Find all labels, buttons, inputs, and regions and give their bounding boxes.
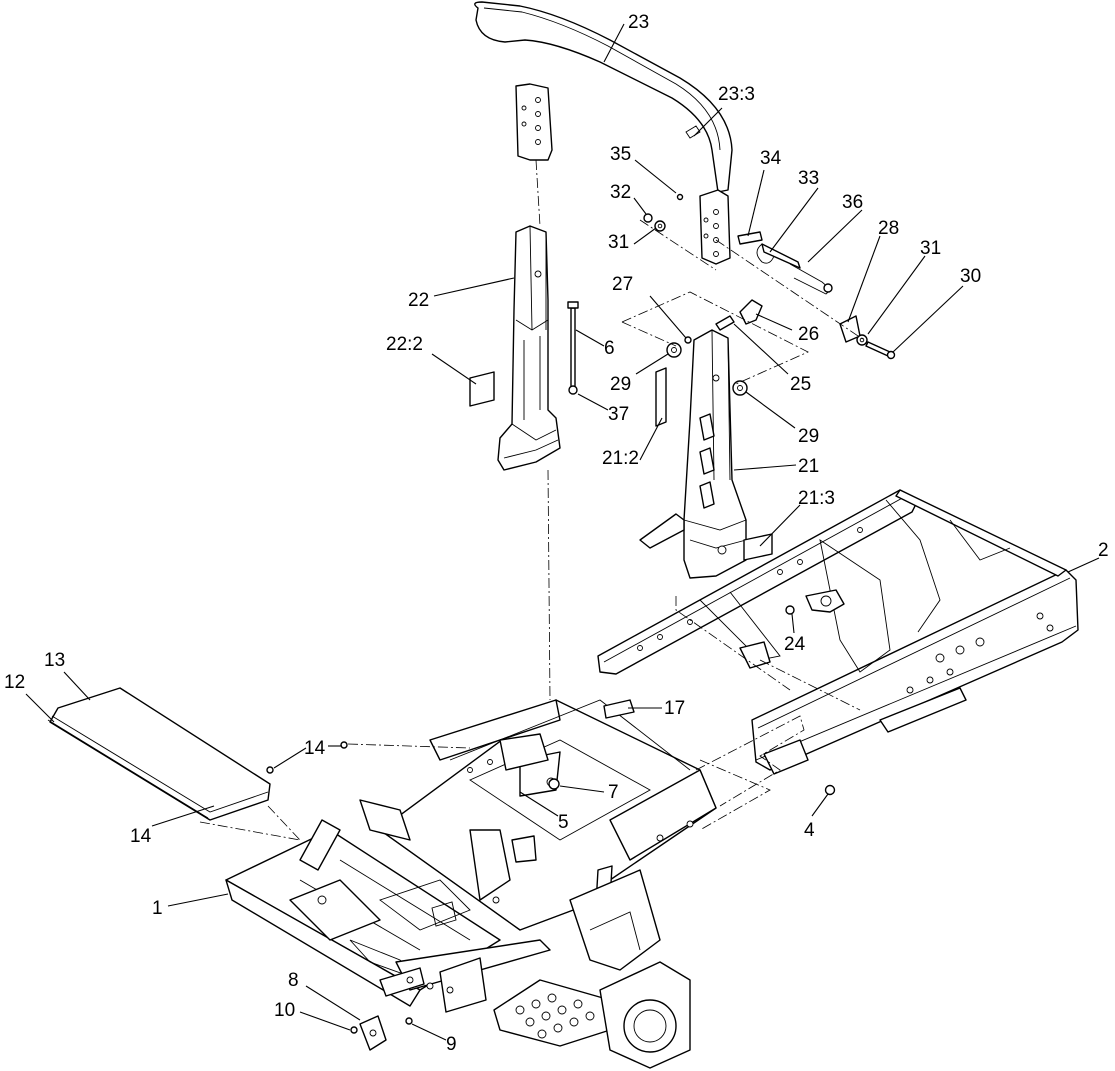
washer-31-right — [856, 334, 868, 346]
bolt-9 — [405, 1017, 413, 1025]
callout-17: 17 — [664, 698, 685, 719]
washer-31-left — [654, 220, 666, 232]
right-roll-bar-upright — [639, 329, 747, 579]
bolt-30 — [865, 341, 896, 360]
roll-bar-upper-hoop — [474, 1, 733, 193]
callout-21-2: 21:2 — [602, 448, 639, 469]
callout-14-lower: 14 — [130, 826, 152, 847]
bolt-35 — [676, 193, 684, 201]
leader-lines — [25, 23, 1100, 1041]
callout-31-right: 31 — [920, 238, 941, 259]
pin-34 — [737, 231, 763, 245]
washer-29-upper — [666, 342, 682, 358]
callout-28: 28 — [878, 218, 899, 239]
bumper-26 — [739, 299, 763, 325]
rear-frame — [597, 489, 1079, 775]
callout-34: 34 — [760, 148, 782, 169]
callout-24: 24 — [784, 634, 806, 655]
callout-26: 26 — [798, 324, 819, 345]
callout-7: 7 — [608, 782, 619, 803]
plate-8 — [359, 1015, 387, 1051]
roll-bar-right-bracket — [699, 189, 731, 265]
callout-22-2: 22:2 — [386, 334, 423, 355]
assembly-centerlines — [199, 159, 865, 841]
callout-33: 33 — [798, 168, 819, 189]
callout-35: 35 — [610, 144, 631, 165]
callout-1: 1 — [152, 898, 163, 919]
callout-14-upper: 14 — [304, 738, 326, 759]
decal-17 — [603, 699, 635, 719]
rubber-mat-12 — [47, 719, 209, 819]
decal-21-2 — [655, 367, 667, 427]
callout-2: 2 — [1098, 540, 1109, 561]
callout-25: 25 — [790, 374, 811, 395]
callout-23: 23 — [628, 12, 649, 33]
lynch-pin-33 — [756, 243, 801, 269]
bracket-5 — [499, 733, 549, 771]
bolt-4 — [824, 784, 836, 796]
callout-22: 22 — [408, 290, 429, 311]
nut-37 — [568, 385, 578, 395]
callout-6: 6 — [604, 338, 615, 359]
bolt-6 — [567, 301, 579, 391]
callout-4: 4 — [804, 820, 815, 841]
callout-29-lower: 29 — [798, 426, 819, 447]
callout-31-left: 31 — [608, 232, 629, 253]
main-frame — [225, 699, 717, 1013]
callout-12: 12 — [4, 672, 25, 693]
caster-mount — [569, 869, 691, 1069]
callout-21: 21 — [798, 456, 819, 477]
nut-10 — [350, 1026, 358, 1034]
step-plate — [493, 979, 611, 1047]
callout-32: 32 — [610, 182, 631, 203]
callout-30: 30 — [960, 266, 981, 287]
callout-27: 27 — [612, 274, 633, 295]
roll-bar-left-bracket — [515, 83, 553, 161]
screw-14-right — [340, 741, 348, 749]
screw-14-left — [266, 766, 274, 774]
callout-8: 8 — [288, 970, 299, 991]
callout-labels: 23 23:3 35 34 33 32 36 31 28 31 30 27 22… — [4, 12, 1109, 1055]
callout-21-3: 21:3 — [798, 488, 835, 509]
nut-7 — [548, 778, 560, 790]
decal-22-2 — [469, 371, 495, 407]
callout-23-3: 23:3 — [718, 84, 755, 105]
callout-29-upper: 29 — [610, 374, 631, 395]
left-roll-bar-upright — [497, 225, 561, 471]
callout-37: 37 — [608, 404, 629, 425]
callout-10: 10 — [274, 1000, 295, 1021]
washer-29-lower — [732, 380, 748, 396]
callout-5: 5 — [558, 812, 569, 833]
bolt-24 — [785, 605, 795, 615]
callout-13: 13 — [44, 650, 65, 671]
callout-36: 36 — [842, 192, 863, 213]
floor-plate-13 — [49, 687, 271, 821]
callout-9: 9 — [446, 1034, 457, 1055]
nut-32 — [643, 213, 653, 223]
hair-pin-36 — [789, 263, 833, 295]
bolt-27 — [684, 336, 692, 344]
pin-25 — [715, 315, 735, 331]
